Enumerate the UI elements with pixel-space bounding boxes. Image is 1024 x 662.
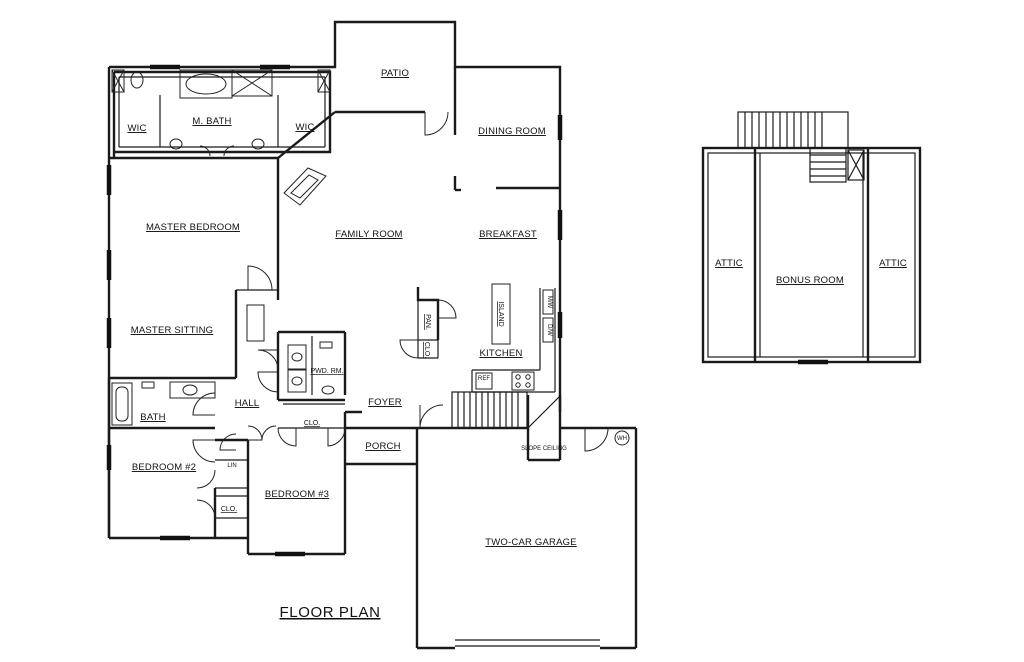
label-garage: TWO-CAR GARAGE (485, 537, 576, 548)
upper-floor (701, 111, 922, 365)
label-dishwasher: D/W (546, 324, 552, 336)
label-kitchen: KITCHEN (479, 348, 522, 359)
label-water-heater: WH (617, 436, 627, 442)
room-labels: PATIO M. BATH WIC WIC DINING ROOM MASTER… (127, 68, 906, 621)
label-porch: PORCH (365, 441, 400, 452)
label-breakfast: BREAKFAST (479, 229, 537, 240)
label-wic-left: WIC (127, 123, 146, 134)
label-closet-hall: CLO. (304, 420, 320, 427)
door-swings (192, 111, 609, 519)
main-floor-walls (107, 20, 638, 650)
label-bedroom-3: BEDROOM #3 (265, 489, 329, 500)
label-microwave: M/W (546, 296, 552, 309)
label-closet-kitchen: CLO. (423, 342, 430, 358)
label-family-room: FAMILY ROOM (335, 229, 402, 240)
label-master-bath: M. BATH (192, 116, 231, 127)
label-master-sitting: MASTER SITTING (131, 325, 214, 336)
label-wic-right: WIC (295, 122, 314, 133)
label-refrigerator: REF (478, 376, 490, 382)
label-slope-ceiling: SLOPE CEILING (521, 446, 567, 452)
windows (106, 64, 563, 557)
label-bath: BATH (140, 412, 165, 423)
label-dining-room: DINING ROOM (478, 126, 546, 137)
label-bonus-room: BONUS ROOM (776, 275, 844, 286)
label-attic-right: ATTIC (879, 258, 907, 269)
label-patio: PATIO (381, 68, 409, 79)
label-linen: LIN (227, 463, 236, 469)
label-island: ISLAND (497, 301, 504, 326)
label-powder-room: PWD. RM. (310, 368, 343, 375)
label-master-bedroom: MASTER BEDROOM (146, 222, 240, 233)
plan-title: FLOOR PLAN (279, 604, 380, 621)
label-foyer: FOYER (368, 397, 402, 408)
label-pantry: PAN. (424, 314, 431, 330)
label-closet-bed2: CLO. (221, 506, 237, 513)
label-hall: HALL (235, 398, 260, 409)
fixtures (111, 69, 630, 446)
label-bedroom-2: BEDROOM #2 (132, 462, 196, 473)
label-attic-left: ATTIC (715, 258, 743, 269)
